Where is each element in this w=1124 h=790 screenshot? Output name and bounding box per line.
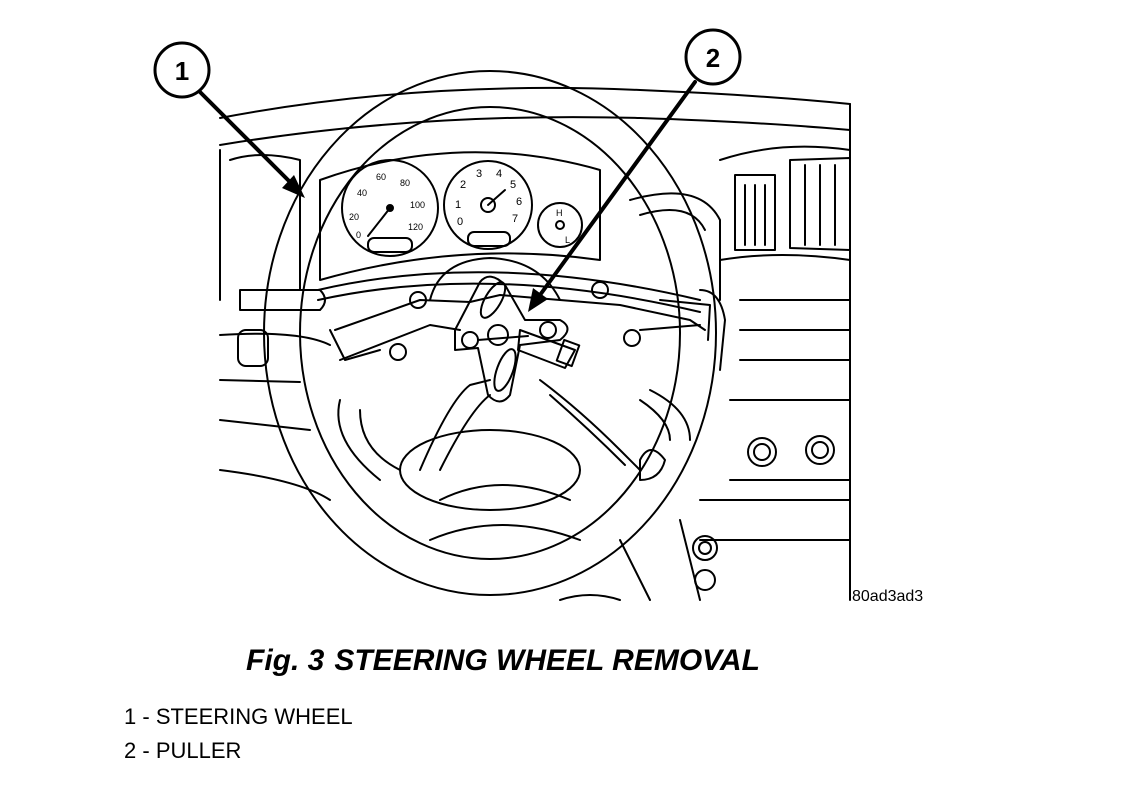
- figure-code: 80ad3ad3: [852, 588, 924, 605]
- steering-wheel-rim: [263, 70, 717, 596]
- tachometer-label: 6: [516, 196, 522, 208]
- legend: 1 - STEERING WHEEL 2 - PULLER: [124, 700, 353, 768]
- dashboard-lines: [219, 86, 851, 601]
- legend-item: 1 - STEERING WHEEL: [124, 700, 353, 734]
- legend-label: STEERING WHEEL: [155, 704, 353, 729]
- tachometer-label: 2: [460, 179, 466, 191]
- legend-item: 2 - PULLER: [124, 734, 353, 768]
- speedometer-label: 120: [408, 222, 423, 232]
- speedometer-gauge: [341, 159, 439, 257]
- tachometer-label: 5: [510, 179, 516, 191]
- callout-2-number: 2: [706, 43, 720, 73]
- callout-1-number: 1: [175, 56, 189, 86]
- instrument-cluster: [319, 151, 601, 281]
- legend-separator: -: [136, 704, 156, 729]
- figure-number: Fig. 3: [246, 644, 325, 677]
- speedometer-label: 40: [357, 188, 367, 198]
- tachometer-label: 0: [457, 216, 463, 228]
- legend-label: PULLER: [155, 738, 242, 763]
- tachometer-gauge: [443, 160, 533, 250]
- speedometer-label: 20: [349, 212, 359, 222]
- tachometer-label: 3: [476, 168, 482, 180]
- legend-number: 2: [124, 738, 137, 763]
- tachometer-label: 1: [455, 199, 461, 211]
- steering-wheel-diagram: 1 2 0 20 40 60 80 100 120 1 2 3 4 5 6 7 …: [153, 28, 851, 601]
- figure-title: STEERING WHEEL REMOVAL: [334, 644, 760, 677]
- callout-2: [528, 28, 742, 312]
- temperature-label-high: H: [556, 208, 563, 218]
- speedometer-label: 100: [410, 200, 425, 210]
- tachometer-label: 4: [496, 168, 502, 180]
- speedometer-label: 60: [376, 172, 386, 182]
- callout-1: [153, 41, 305, 198]
- figure-caption: Fig. 3 STEERING WHEEL REMOVAL: [246, 644, 760, 678]
- puller-tool: [454, 275, 581, 403]
- tachometer-label: 7: [512, 213, 518, 225]
- temperature-gauge: [537, 202, 583, 248]
- temperature-label-low: L: [565, 235, 570, 245]
- legend-number: 1: [124, 704, 137, 729]
- legend-separator: -: [136, 738, 156, 763]
- speedometer-label: 0: [356, 230, 361, 240]
- steering-wheel-hub: [317, 257, 711, 541]
- speedometer-label: 80: [400, 178, 410, 188]
